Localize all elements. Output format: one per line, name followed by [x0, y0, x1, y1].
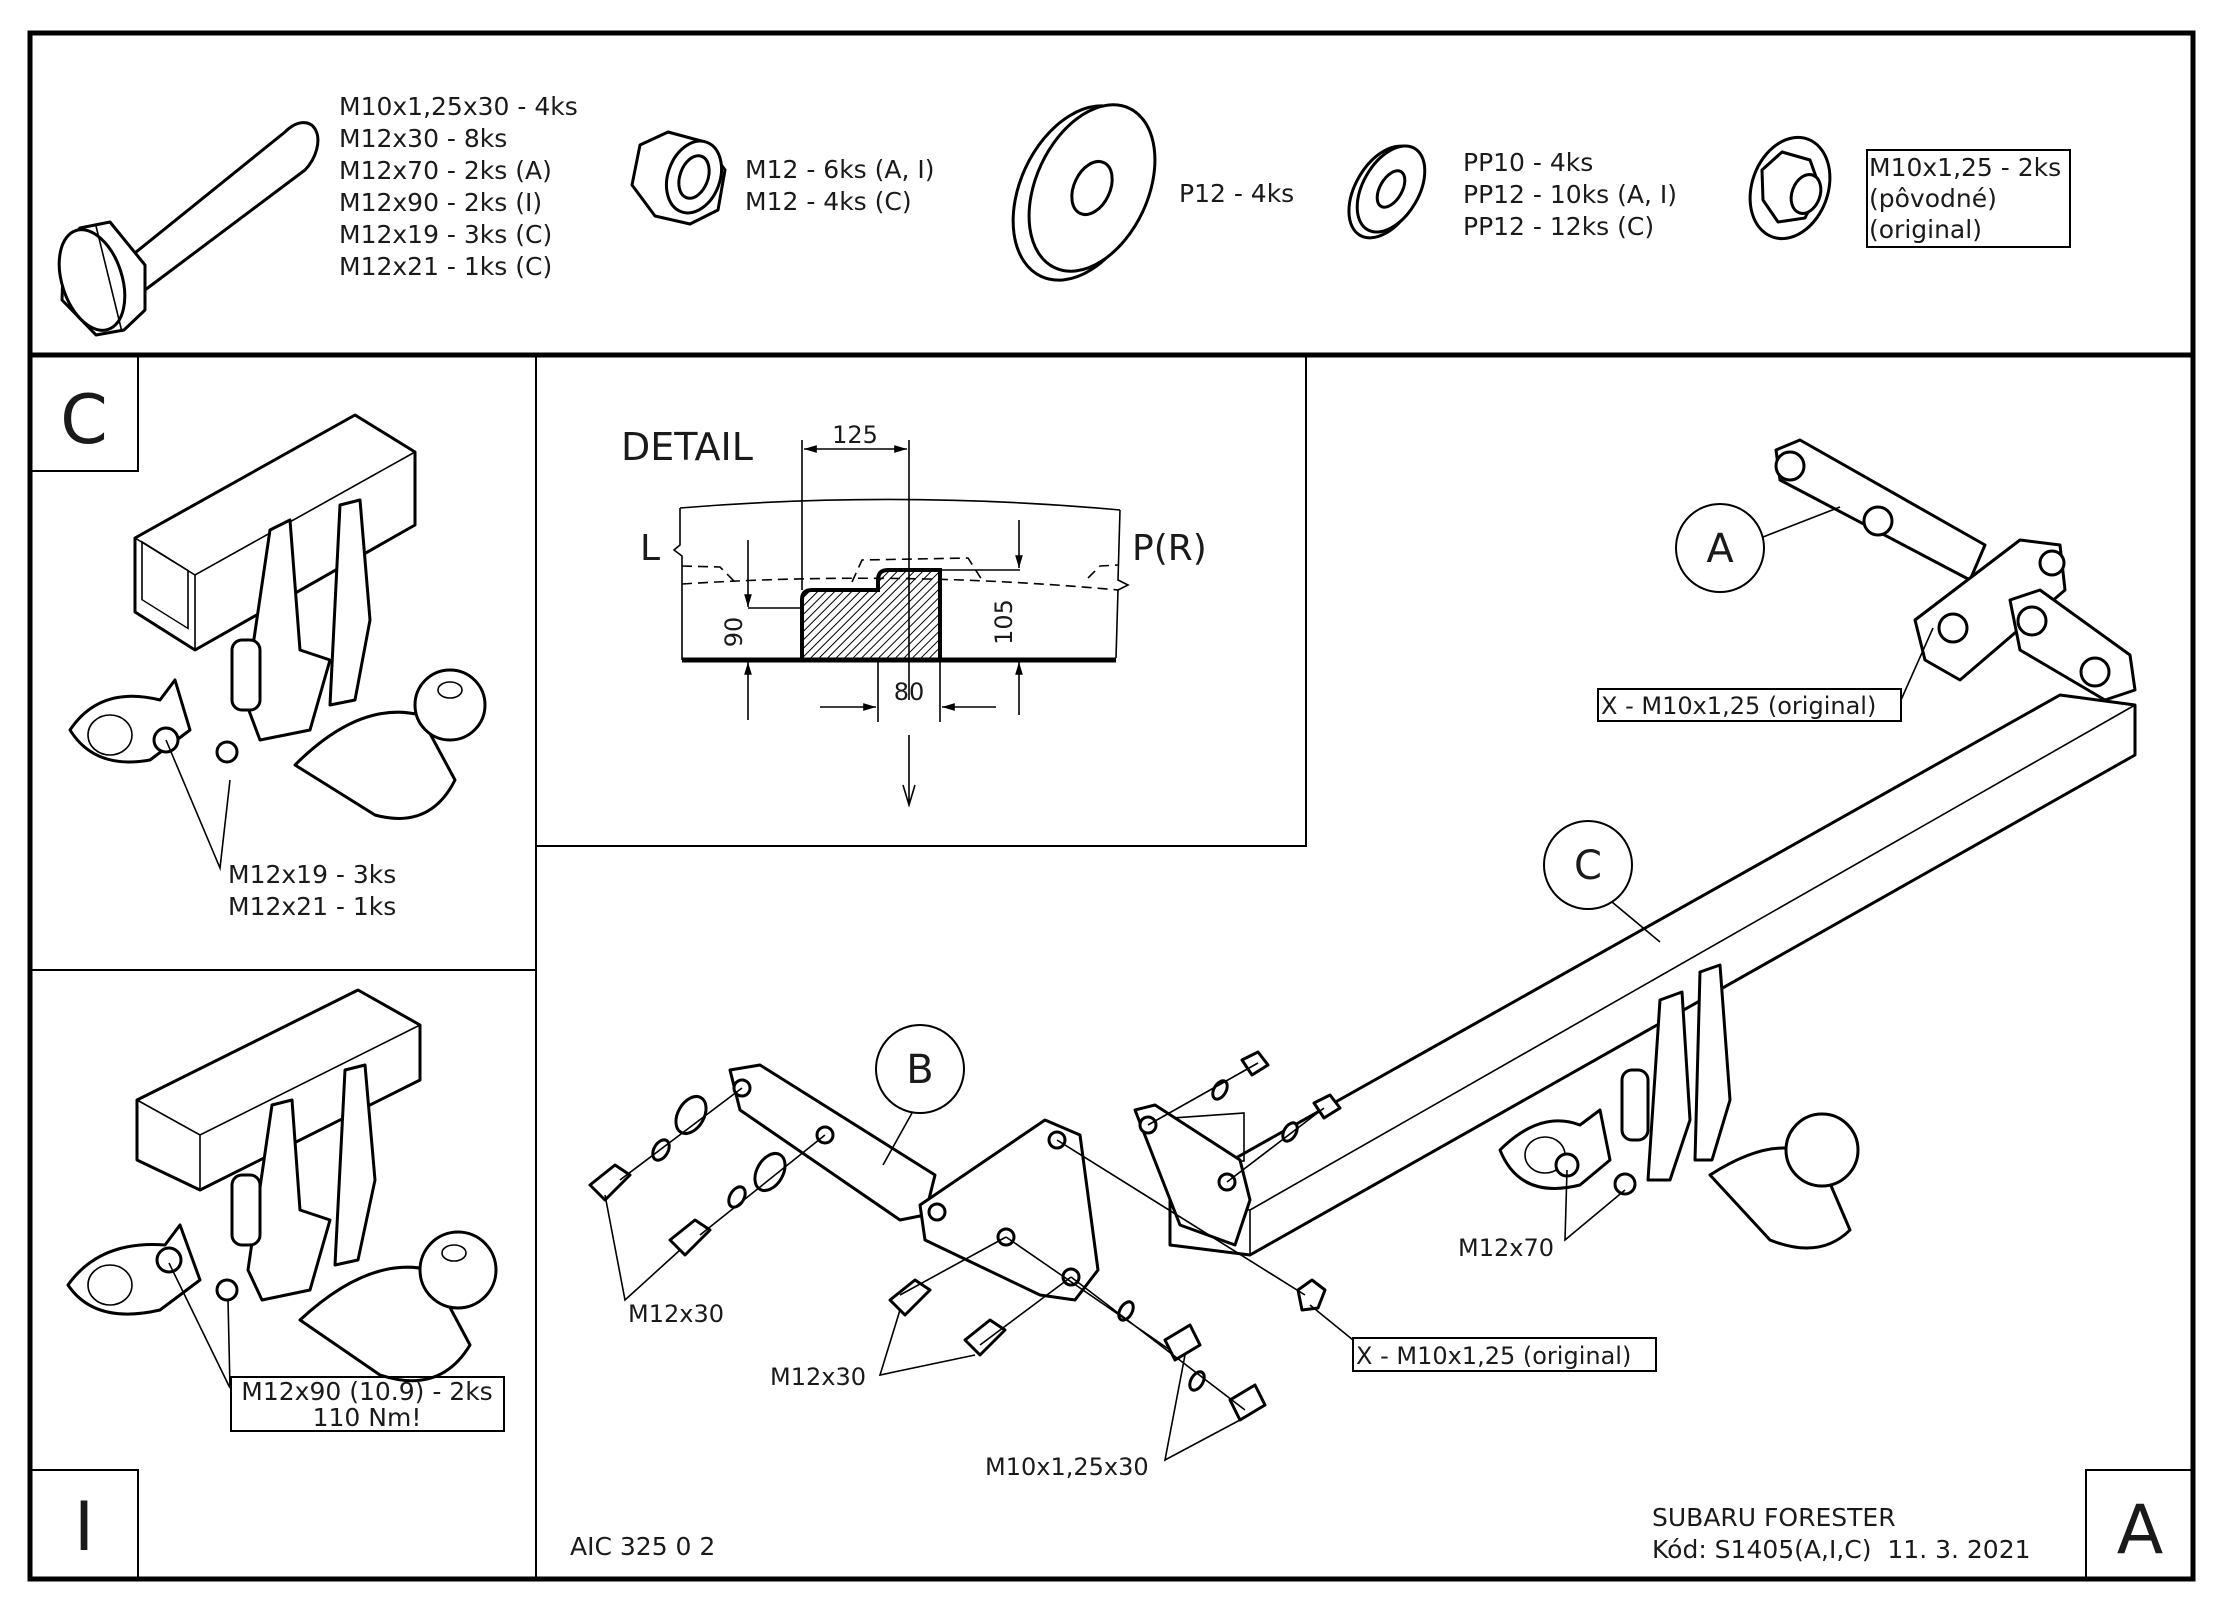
assembly-lines: [619, 1062, 1325, 1411]
panel-i: I M12x90 (10.9) - 2ks 110 Nm!: [29, 988, 505, 1580]
bracket-b: [728, 1063, 1252, 1302]
panel-c-callout-2: M12x21 - 1ks: [228, 892, 396, 921]
sheet-border: [27, 30, 2196, 1582]
flange-nut-line-1: M10x1,25 - 2ks: [1869, 153, 2061, 182]
balloon-c: [1543, 820, 1633, 910]
detail-right-label: P(R): [1132, 528, 1207, 569]
vehicle-name: SUBARU FORESTER: [1652, 1503, 1896, 1532]
bumper-right-break: [1115, 509, 1130, 659]
callout-m12x70-leader: [1564, 1169, 1626, 1242]
large-washer-line: P12 - 4ks: [1179, 179, 1294, 208]
callout-x-bottom-leader: [1309, 1304, 1354, 1341]
balloon-b: [875, 1024, 965, 1114]
nut-line-2: M12 - 4ks (C): [745, 187, 912, 216]
parts-nuts: M12 - 6ks (A, I) M12 - 4ks (C): [630, 130, 935, 226]
callout-m12x30-left: M12x30: [628, 1300, 724, 1328]
hex-nut-icon: [630, 130, 727, 226]
bumper-top-edge: [679, 498, 1121, 511]
callout-x-top: X - M10x1,25 (original): [1601, 692, 1876, 720]
washer-line-3: PP12 - 12ks (C): [1463, 212, 1654, 241]
callout-m10-bolts: M10x1,25x30: [985, 1453, 1149, 1481]
main-exploded-view: A B C X - M10x1,25 (original) X - M10x1,…: [588, 438, 2137, 1481]
washer-line-2: PP12 - 10ks (A, I): [1463, 180, 1677, 209]
flange-nut-label-box: [1866, 149, 2071, 248]
dim-80-label: 80: [894, 678, 925, 706]
towbar-i-illustration: [66, 988, 498, 1383]
dim-105-label: 105: [990, 599, 1018, 645]
callout-x-top-box: [1597, 688, 1902, 722]
callout-m12x70: M12x70: [1458, 1234, 1554, 1262]
bumper-left-break: [672, 508, 683, 660]
parts-washers: PP10 - 4ks PP12 - 10ks (A, I) PP12 - 12k…: [1347, 144, 1677, 241]
bolt-line-5: M12x19 - 3ks (C): [339, 220, 552, 249]
panel-c-leader-line: [165, 739, 231, 872]
callout-m12x30-mid-leader: [878, 1309, 976, 1377]
bolt-line-3: M12x70 - 2ks (A): [339, 156, 552, 185]
bumper-hidden-contours: [681, 557, 1119, 583]
towbar-c-illustration: [68, 413, 487, 820]
balloon-b-label: B: [906, 1047, 933, 1093]
balloon-a-label: A: [1706, 526, 1734, 572]
parts-flange-nut: M10x1,25 - 2ks (pôvodné) (original): [1748, 135, 2071, 248]
callout-m10-bolts-leader: [1163, 1354, 1241, 1462]
callout-x-bottom-box: [1352, 1337, 1657, 1372]
detail-left-label: L: [640, 528, 660, 569]
panel-i-callout-2: 110 Nm!: [313, 1403, 422, 1432]
panel-i-callout-1: M12x90 (10.9) - 2ks: [241, 1377, 492, 1406]
balloon-c-leader: [1611, 901, 1661, 943]
washer-icon: [1347, 144, 1427, 240]
panel-c-label: C: [60, 381, 107, 460]
bolt-line-1: M10x1,25x30 - 4ks: [339, 92, 578, 121]
detail-title: DETAIL: [621, 425, 753, 469]
balloon-a-leader: [1762, 506, 1841, 538]
callout-m12x30-mid: M12x30: [770, 1363, 866, 1391]
bumper-hidden-line: [681, 577, 1119, 591]
bolt-line-4: M12x90 - 2ks (I): [339, 188, 542, 217]
panel-c: C M12x19 - 3ks M12x21 - 1ks: [29, 354, 487, 921]
product-code-date: Kód: S1405(A,I,C) 11. 3. 2021: [1652, 1535, 2031, 1564]
bracket-a: [1774, 438, 2137, 702]
dim-125-label: 125: [832, 421, 878, 449]
detail-panel: DETAIL 125 L P(R) 90 105 80: [621, 421, 1207, 808]
callout-m12x30-left-leader: [604, 1194, 681, 1302]
panel-i-label-box: [29, 1469, 139, 1580]
balloon-b-leader: [882, 1112, 913, 1166]
view-a-label-box: [2085, 1469, 2194, 1580]
towbar-profile-section: [800, 568, 942, 662]
callout-x-bottom: X - M10x1,25 (original): [1356, 1342, 1631, 1370]
bolt-line-6: M12x21 - 1ks (C): [339, 252, 552, 281]
parts-large-washer: P12 - 4ks: [1011, 103, 1294, 282]
detail-panel-frame: [535, 354, 1307, 847]
flange-nut-icon: [1748, 135, 1832, 241]
callout-x-top-leader: [1900, 627, 1934, 701]
balloon-c-label: C: [1574, 843, 1602, 889]
panel-i-label: I: [74, 1488, 94, 1567]
bolt-line-2: M12x30 - 8ks: [339, 124, 507, 153]
direction-arrow-icon: [902, 735, 916, 808]
nut-line-1: M12 - 6ks (A, I): [745, 155, 935, 184]
flange-nut-line-3: (original): [1869, 215, 1982, 244]
panel-c-callout-1: M12x19 - 3ks: [228, 860, 396, 889]
drawing-number: AIC 325 0 2: [570, 1532, 715, 1561]
view-a-label: A: [2117, 1491, 2164, 1570]
panel-c-label-box: [29, 354, 139, 472]
hex-bolt-icon: [57, 121, 320, 337]
large-washer-icon: [1011, 103, 1157, 282]
panel-i-callout-box: [230, 1376, 505, 1432]
flange-nut-line-2: (pôvodné): [1869, 184, 1997, 213]
washer-line-1: PP10 - 4ks: [1463, 148, 1593, 177]
dim-90-label: 90: [720, 617, 748, 648]
towball-assembly: [1498, 963, 1860, 1250]
parts-bolts: M10x1,25x30 - 4ks M12x30 - 8ks M12x70 - …: [57, 92, 578, 337]
balloon-a: [1675, 503, 1765, 593]
